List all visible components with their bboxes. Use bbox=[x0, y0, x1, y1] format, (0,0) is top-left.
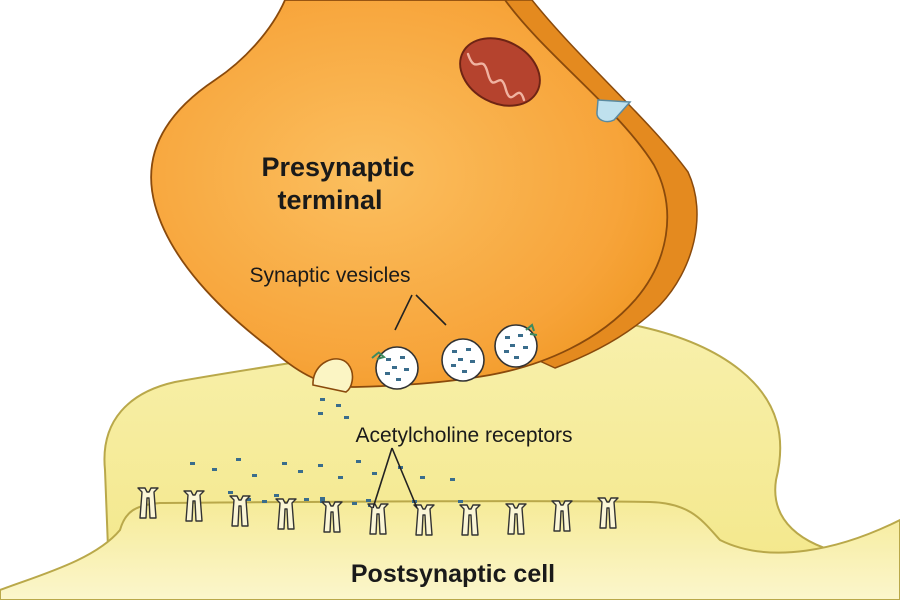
acetylcholine-receptor bbox=[183, 490, 205, 522]
postsynaptic-membrane-floor bbox=[0, 500, 900, 600]
mitochondrion bbox=[459, 37, 541, 107]
presynaptic-label-line2: terminal bbox=[277, 185, 382, 215]
postsynaptic-label: Postsynaptic cell bbox=[351, 560, 555, 588]
synaptic-vesicle bbox=[494, 323, 538, 368]
acetylcholine-receptor bbox=[366, 499, 389, 535]
acetylcholine-receptors-label: Acetylcholine receptors bbox=[355, 424, 572, 447]
presynaptic-body bbox=[150, 0, 669, 388]
acetylcholine-receptor bbox=[228, 491, 251, 527]
acetylcholine-receptor bbox=[505, 503, 527, 535]
synaptic-vesicle bbox=[371, 346, 419, 390]
acetylcholine-receptor bbox=[137, 487, 159, 519]
synaptic-vesicles bbox=[371, 323, 538, 390]
presynaptic-terminal bbox=[150, 0, 698, 393]
synaptic-vesicles-label: Synaptic vesicles bbox=[249, 264, 410, 287]
exocytosis-bulge bbox=[312, 358, 354, 393]
acetylcholine-receptor bbox=[320, 497, 343, 533]
vesicle-pointer-lines bbox=[394, 294, 447, 331]
acetylcholine-receptor bbox=[551, 500, 573, 532]
acetylcholine-receptor bbox=[597, 497, 619, 529]
postsynaptic-cell bbox=[0, 315, 900, 600]
receptor-pointer-lines bbox=[372, 447, 418, 509]
acetylcholine-receptors bbox=[137, 487, 619, 536]
presynaptic-label-line1: Presynaptic bbox=[261, 152, 414, 182]
acetylcholine-receptor bbox=[458, 500, 481, 536]
membrane-transporter-icon bbox=[596, 99, 632, 123]
synaptic-vesicle bbox=[441, 338, 485, 382]
acetylcholine-receptor bbox=[274, 494, 297, 530]
